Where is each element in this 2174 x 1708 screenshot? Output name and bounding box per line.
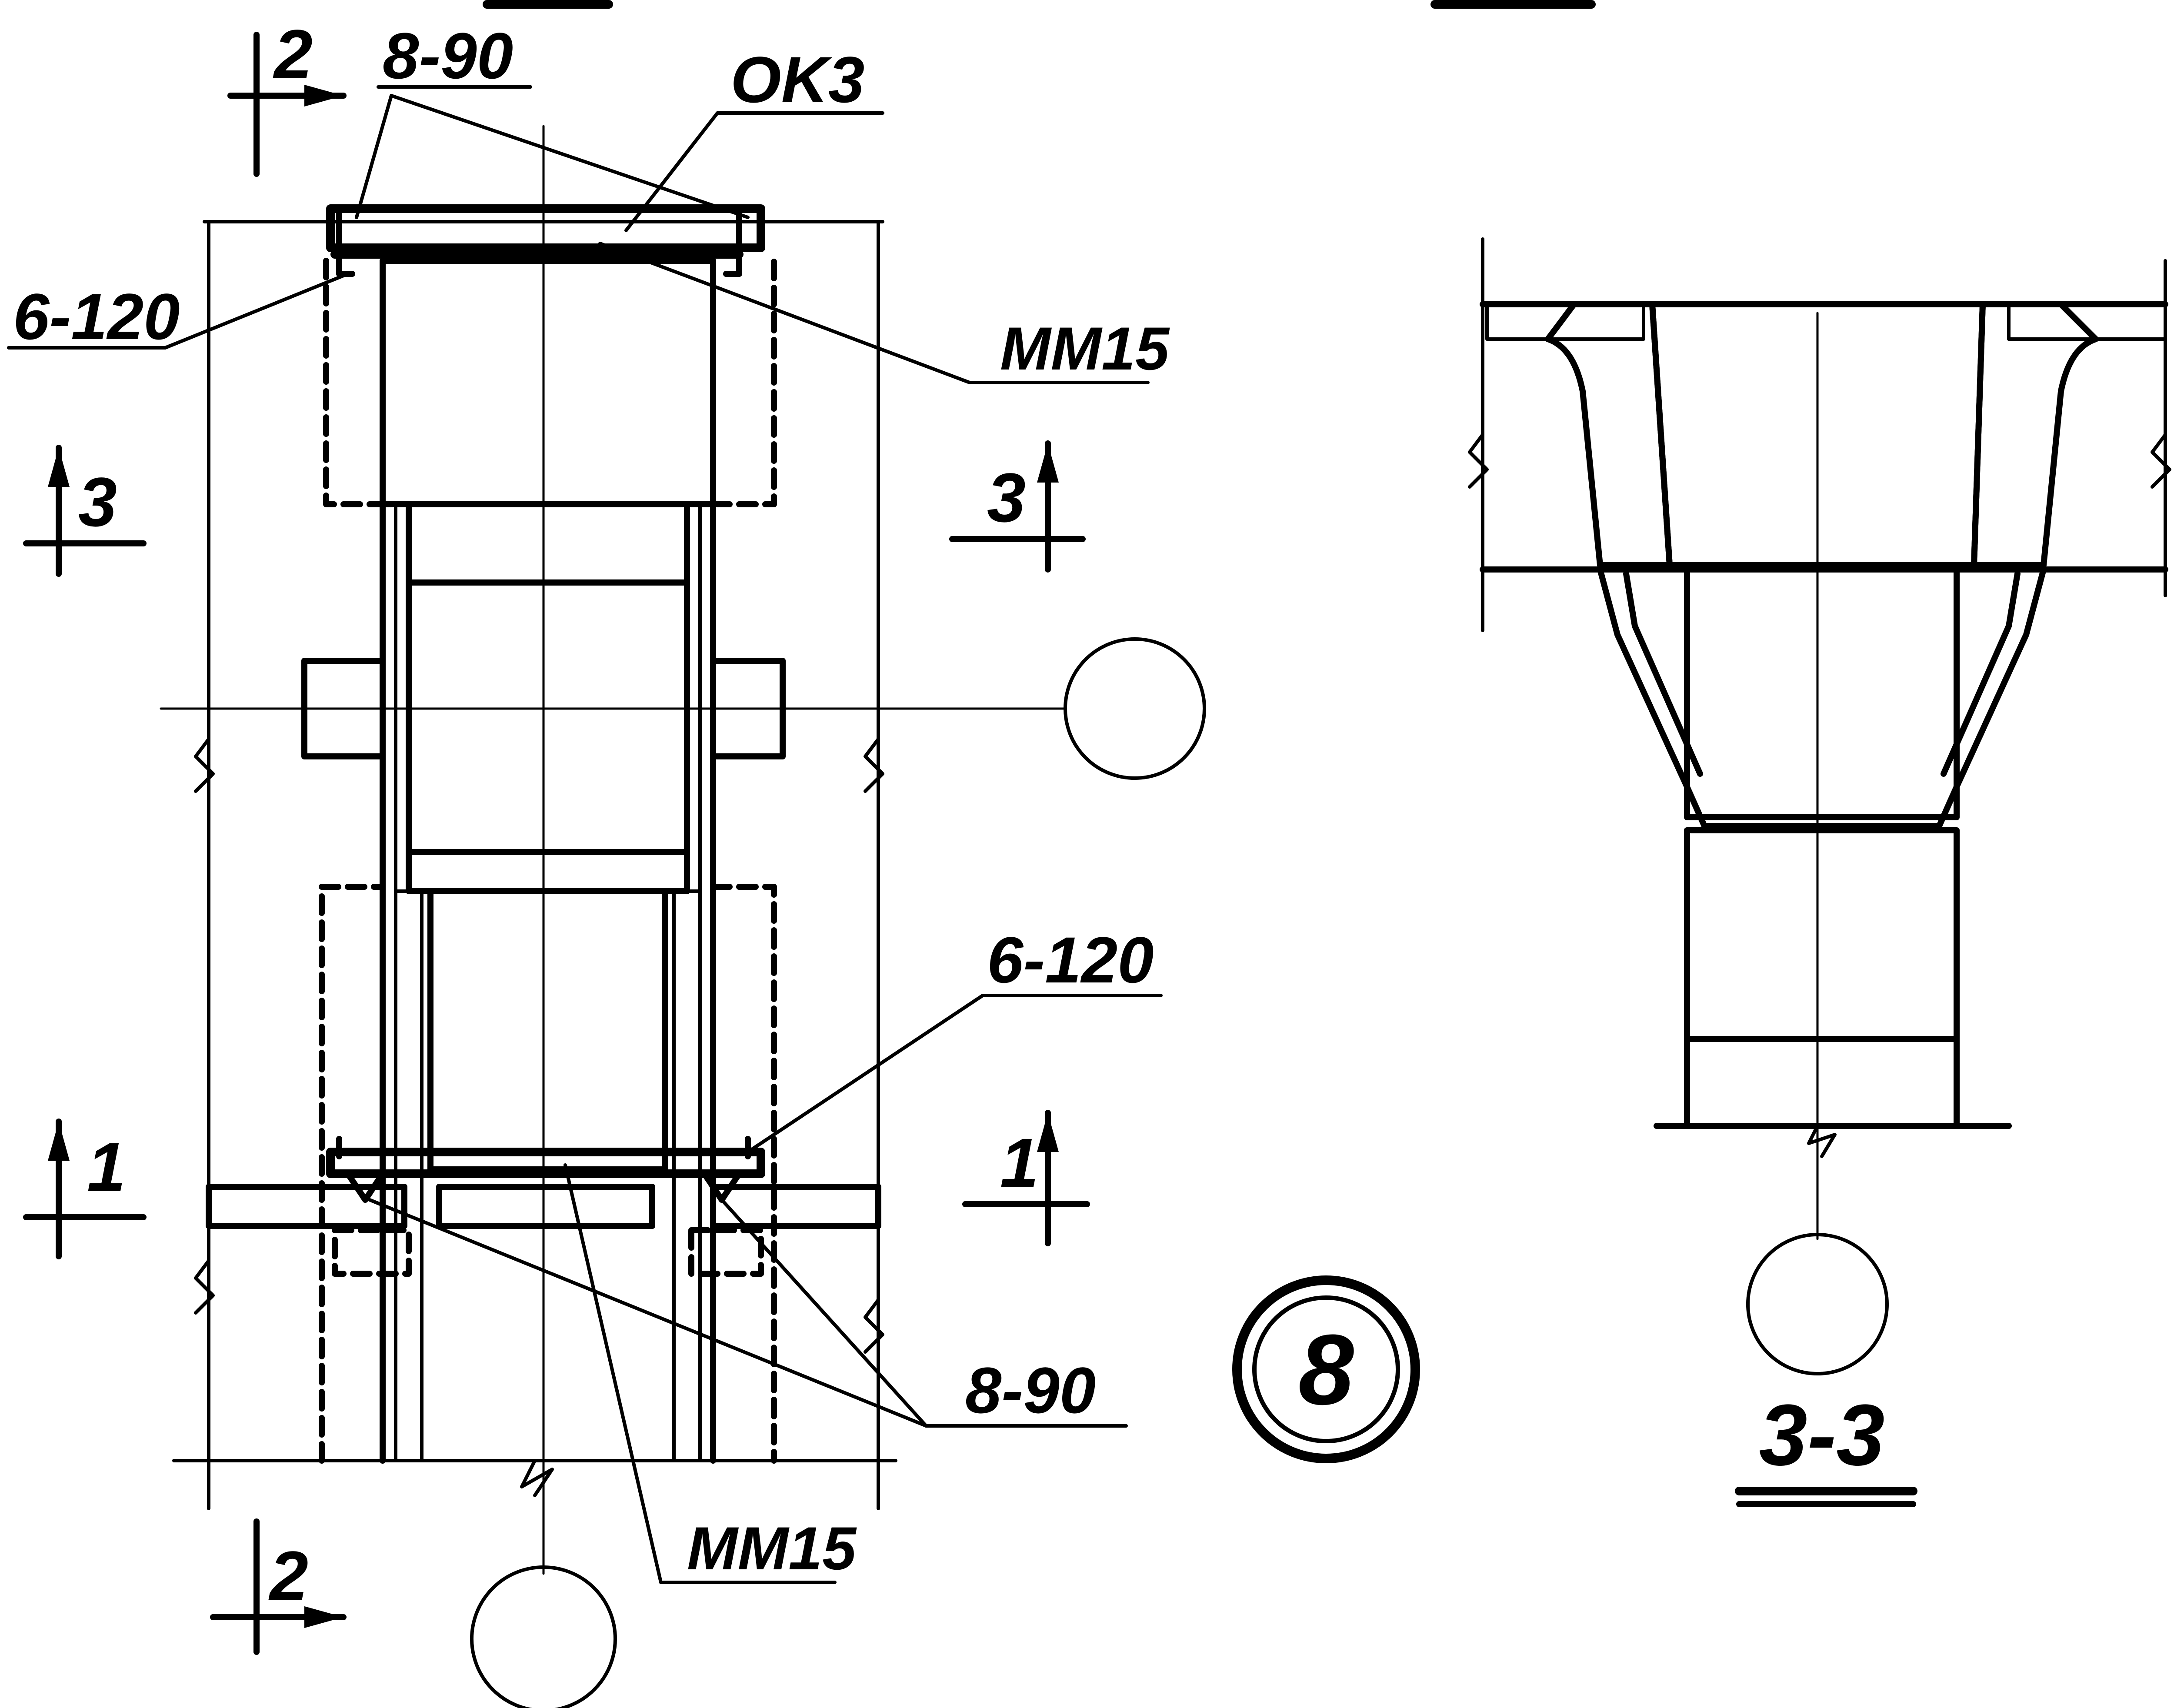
label-6-120-bottom: 6-120 — [987, 923, 1154, 996]
section-3-label-right: 3 — [987, 459, 1026, 536]
column-joint-elevation — [160, 125, 1206, 1708]
cap-stiffeners — [336, 206, 742, 277]
node-number-badge: 8 — [1232, 1275, 1420, 1463]
center-floor-slab — [436, 1184, 655, 1229]
label-8-90-top: 8-90 — [383, 19, 513, 92]
mid-lower-band — [406, 849, 690, 894]
upper-console-dashed — [323, 258, 777, 507]
lower-console-dashed — [319, 884, 777, 1464]
section-funnel-inner — [1623, 571, 2021, 777]
left-lower-dashed-box — [332, 1227, 412, 1277]
section-mark-3-right: 3 — [949, 440, 1086, 573]
mid-upper-block — [406, 501, 690, 586]
upper-column-concrete — [380, 258, 716, 507]
axis-bubble-bottom — [470, 1565, 617, 1708]
section-slab-right-strip — [2007, 303, 2167, 341]
section-lower-concrete — [1684, 566, 1960, 820]
left-tapered-rib — [1545, 301, 1673, 568]
section-mark-1-left: 1 — [23, 1119, 147, 1259]
section-break-right — [2151, 433, 2171, 489]
top-cap-plate — [326, 204, 765, 252]
section-break-left — [1468, 433, 1489, 489]
section-2-label-top: 2 — [273, 15, 313, 93]
section-axis-bubble — [1746, 1233, 1889, 1375]
right-lower-dashed-box — [688, 1227, 764, 1277]
break-mark-bottom — [520, 1459, 554, 1497]
section-break-bottom — [1807, 1124, 1837, 1158]
section-mark-2-bottom: 2 — [210, 1518, 347, 1655]
section-mark-3-left: 3 — [23, 445, 147, 577]
break-mark-right — [864, 737, 884, 793]
break-mark-left — [194, 737, 215, 793]
section-mark-1-right: 1 — [962, 1110, 1090, 1246]
section-funnel-outline — [1597, 566, 2047, 829]
label-mm15-top: MM15 — [1000, 314, 1170, 383]
callouts-left: 8-90 OK3 6-120 MM15 6-120 8-90 MM15 — [7, 19, 1170, 1584]
section-column-below — [1684, 827, 1960, 1129]
section-slab-left-strip — [1485, 303, 1645, 341]
lower-column-concrete — [427, 888, 668, 1172]
label-6-120-top: 6-120 — [13, 280, 180, 353]
lower-embed-plate — [326, 1148, 765, 1178]
section-upper-concrete — [1649, 301, 1986, 568]
mid-concrete-block — [406, 579, 690, 855]
section-1-label-right: 1 — [1000, 1124, 1039, 1202]
right-tapered-rib — [1971, 301, 2099, 568]
label-mm15-bottom: MM15 — [687, 1514, 857, 1582]
section-3-3-title: 3-3 — [1759, 1387, 1884, 1484]
anchor-bolts — [336, 1136, 751, 1203]
node-number-label: 8 — [1298, 1314, 1354, 1425]
break-mark-left-low — [194, 1259, 215, 1315]
section-3-label-left: 3 — [78, 463, 117, 541]
right-floor-slab — [710, 1184, 881, 1229]
section-mark-2-top: 2 — [227, 15, 347, 177]
label-ok3: OK3 — [730, 43, 864, 116]
section-2-label-bottom: 2 — [268, 1537, 308, 1615]
break-mark-right-low — [864, 1298, 884, 1354]
section-3-3-view: 3-3 — [1468, 237, 2171, 1507]
label-8-90-bottom: 8-90 — [965, 1354, 1096, 1427]
left-floor-slab — [206, 1184, 407, 1229]
section-1-label-left: 1 — [87, 1128, 126, 1206]
axis-bubble-right — [1064, 637, 1206, 780]
